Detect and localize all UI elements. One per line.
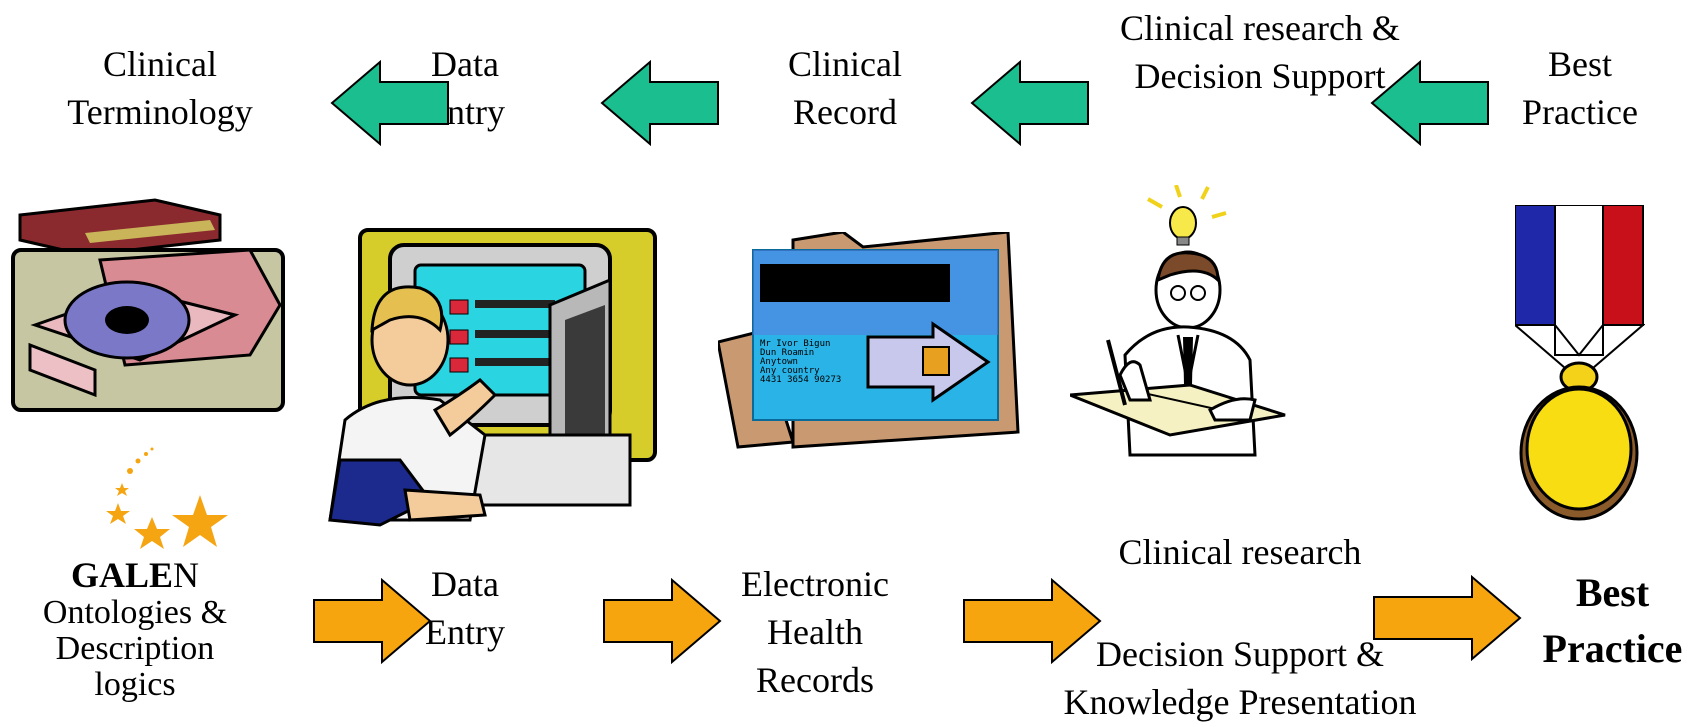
- label-line: Clinical research &: [1120, 8, 1400, 48]
- top-label-best-practice: Best Practice: [1505, 40, 1655, 136]
- galen-line-2: Description: [55, 630, 215, 667]
- label-line: Best: [1575, 570, 1650, 615]
- patient-card-icon: Mr Ivor Bigun Dun Roamin Anytown Any cou…: [718, 232, 1020, 449]
- label-line: Entry: [425, 612, 505, 652]
- bottom-label-decision-support: Decision Support & Knowledge Presentatio…: [1015, 630, 1465, 726]
- card-line-3: Anytown: [760, 357, 798, 367]
- medal-icon: [1515, 205, 1645, 521]
- bottom-arrow-3: [963, 578, 1102, 664]
- bottom-label-best-practice: Best Practice: [1520, 565, 1705, 677]
- label-line: Electronic: [741, 564, 889, 604]
- galen-line-1: Ontologies &: [42, 594, 228, 631]
- label-line: Terminology: [67, 92, 253, 132]
- galen-title-tail: N: [173, 555, 200, 595]
- book-disc-icon: [11, 198, 285, 412]
- card-line-1: Mr Ivor Bigun: [760, 339, 830, 349]
- galen-line-3: logics: [94, 666, 176, 703]
- computer-user-icon: [328, 228, 657, 527]
- card-line-2: Dun Roamin: [760, 348, 814, 358]
- galen-title-bold: GALE: [70, 555, 174, 595]
- label-line: Clinical: [788, 44, 902, 84]
- top-arrow-4: [1370, 60, 1489, 146]
- bottom-arrow-4: [1373, 575, 1522, 661]
- thinking-scientist-icon: [1070, 185, 1286, 457]
- label-line: Knowledge Presentation: [1063, 682, 1417, 722]
- label-line: Best: [1547, 44, 1612, 84]
- label-line: Clinical: [103, 44, 217, 84]
- label-line: Decision Support &: [1096, 634, 1384, 674]
- top-label-clinical-record: Clinical Record: [760, 40, 930, 136]
- card-line-4: Any country: [760, 366, 820, 376]
- top-arrow-2: [600, 60, 719, 146]
- lightbulb-icon: [1147, 185, 1227, 246]
- top-label-research-support: Clinical research & Decision Support: [1090, 4, 1430, 100]
- bottom-arrow-1: [313, 578, 432, 664]
- bottom-arrow-2: [603, 578, 722, 664]
- label-line: Records: [756, 660, 874, 700]
- card-line-5: 4431 3654 90273: [760, 375, 841, 385]
- label-line: Practice: [1522, 92, 1638, 132]
- top-label-clinical-terminology: Clinical Terminology: [40, 40, 280, 136]
- label-line: Data: [431, 564, 499, 604]
- bottom-label-data-entry: Data Entry: [410, 560, 520, 656]
- label-line: Record: [793, 92, 897, 132]
- bottom-label-clinical-research: Clinical research: [1060, 528, 1420, 576]
- bottom-label-ehr: Electronic Health Records: [705, 560, 925, 704]
- label-line: Clinical research: [1118, 532, 1362, 572]
- star-icon: [106, 447, 228, 549]
- label-line: Practice: [1542, 626, 1683, 671]
- label-line: Health: [767, 612, 863, 652]
- label-line: Data: [431, 44, 499, 84]
- top-arrow-3: [970, 60, 1089, 146]
- galen-label: GALEN Ontologies & Description logics: [5, 555, 265, 703]
- top-arrow-1: [330, 60, 449, 146]
- galen-title: GALEN: [5, 555, 265, 595]
- label-line: Decision Support: [1134, 56, 1386, 96]
